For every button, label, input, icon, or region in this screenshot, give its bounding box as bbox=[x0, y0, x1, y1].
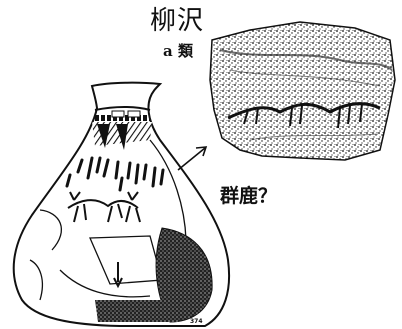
pointer-arrow bbox=[177, 146, 208, 171]
type-label: a 類 bbox=[163, 42, 193, 60]
motif-annotation: 群鹿？ bbox=[220, 185, 278, 207]
site-title: 柳沢 bbox=[150, 6, 205, 36]
jar-drawing bbox=[12, 81, 231, 327]
catalog-number: 374 bbox=[190, 318, 203, 325]
rubbing-fragment bbox=[209, 21, 396, 161]
